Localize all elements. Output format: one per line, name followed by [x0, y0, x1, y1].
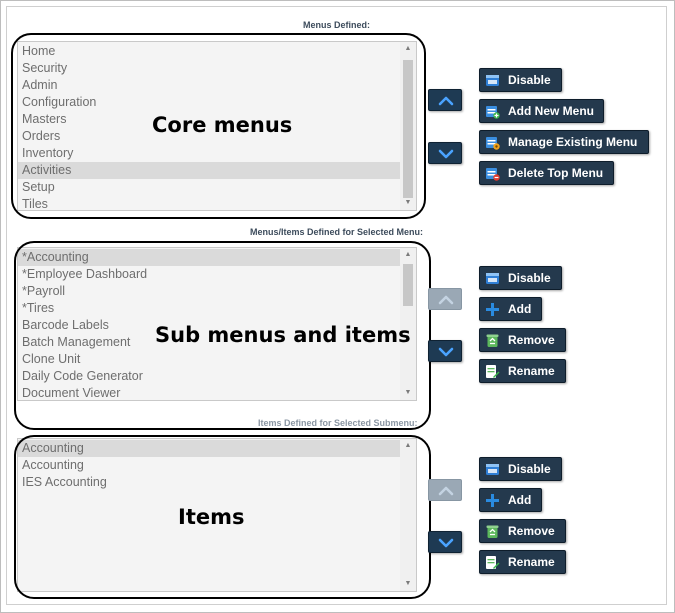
rename-icon — [486, 365, 500, 378]
list-item-selected[interactable]: *Accounting — [18, 249, 400, 266]
list-item-selected[interactable]: Activities — [18, 162, 400, 179]
items-listbox[interactable]: Accounting Accounting IES Accounting ▲ ▼ — [17, 438, 417, 592]
chevron-up-icon — [438, 96, 454, 106]
submenus-move-down-button[interactable] — [428, 340, 462, 362]
menus-move-up-button[interactable] — [428, 89, 462, 111]
chevron-up-icon — [438, 295, 454, 305]
items-scrollbar[interactable]: ▲ ▼ — [400, 439, 416, 591]
list-item[interactable]: Configuration — [22, 95, 97, 109]
disable-icon — [486, 464, 499, 475]
items-move-down-button[interactable] — [428, 531, 462, 553]
items-add-button[interactable]: Add — [479, 488, 542, 512]
submenus-add-button[interactable]: Add — [479, 297, 542, 321]
list-item[interactable]: *Employee Dashboard — [22, 267, 148, 281]
list-item[interactable]: Orders — [22, 129, 61, 143]
list-item[interactable]: Admin — [22, 78, 58, 92]
items-remove-button[interactable]: Remove — [479, 519, 566, 543]
recycle-bin-icon — [486, 525, 499, 538]
list-item[interactable]: *Payroll — [22, 284, 66, 298]
list-item[interactable]: Barcode Labels — [22, 318, 109, 332]
list-item[interactable]: Tiles — [22, 197, 48, 211]
list-item[interactable]: Document Viewer — [22, 386, 121, 400]
delete-menu-icon — [486, 168, 500, 181]
manage-menu-icon — [486, 137, 500, 150]
disable-icon — [486, 75, 499, 86]
submenus-remove-button[interactable]: Remove — [479, 328, 566, 352]
menus-disable-button[interactable]: Disable — [479, 68, 562, 92]
submenus-defined-label: Menus/Items Defined for Selected Menu: — [250, 227, 424, 237]
items-rename-button[interactable]: Rename — [479, 550, 566, 574]
scroll-down-icon[interactable]: ▼ — [404, 199, 412, 206]
add-menu-icon — [486, 106, 500, 119]
menus-move-down-button[interactable] — [428, 142, 462, 164]
list-item-selected[interactable]: Accounting — [18, 440, 400, 457]
list-item[interactable]: Home — [22, 44, 56, 58]
list-item[interactable]: Masters — [22, 112, 67, 126]
list-item[interactable]: IES Accounting — [22, 475, 107, 489]
scroll-up-icon[interactable]: ▲ — [404, 45, 412, 52]
scroll-down-icon[interactable]: ▼ — [404, 580, 412, 587]
disable-icon — [486, 273, 499, 284]
list-item[interactable]: Accounting — [22, 458, 84, 472]
list-item[interactable]: Clone Unit — [22, 352, 81, 366]
list-item[interactable]: Security — [22, 61, 68, 75]
list-item[interactable]: *Tires — [22, 301, 55, 315]
menu-editor-panel — [6, 6, 667, 605]
scroll-up-icon[interactable]: ▲ — [404, 442, 412, 449]
submenus-disable-button[interactable]: Disable — [479, 266, 562, 290]
items-move-up-button[interactable] — [428, 479, 462, 501]
items-annotation: Items — [178, 505, 245, 529]
core-menus-annotation: Core menus — [152, 113, 293, 137]
plus-icon — [486, 494, 499, 507]
recycle-bin-icon — [486, 334, 499, 347]
rename-icon — [486, 556, 500, 569]
add-new-menu-button[interactable]: Add New Menu — [479, 99, 604, 123]
list-item[interactable]: Inventory — [22, 146, 74, 160]
items-disable-button[interactable]: Disable — [479, 457, 562, 481]
chevron-down-icon — [438, 149, 454, 159]
scroll-down-icon[interactable]: ▼ — [404, 389, 412, 396]
menus-scrollbar[interactable]: ▲ ▼ — [400, 42, 416, 210]
submenus-scrollbar[interactable]: ▲ ▼ — [400, 248, 416, 400]
scroll-thumb[interactable] — [403, 264, 413, 306]
chevron-down-icon — [438, 347, 454, 357]
items-defined-label: Items Defined for Selected Submenu: — [258, 418, 418, 428]
menus-listbox[interactable]: Home Security Admin Configuration Master… — [17, 41, 417, 211]
submenus-rename-button[interactable]: Rename — [479, 359, 566, 383]
list-item[interactable]: Daily Code Generator — [22, 369, 143, 383]
delete-top-menu-button[interactable]: Delete Top Menu — [479, 161, 614, 185]
menus-defined-label: Menus Defined: — [303, 20, 371, 30]
submenus-move-up-button[interactable] — [428, 288, 462, 310]
chevron-up-icon — [438, 486, 454, 496]
sub-menus-annotation: Sub menus and items — [155, 323, 411, 347]
scroll-thumb[interactable] — [403, 60, 413, 198]
submenus-listbox[interactable]: *Accounting *Employee Dashboard *Payroll… — [17, 247, 417, 401]
list-item[interactable]: Batch Management — [22, 335, 131, 349]
manage-existing-menu-button[interactable]: Manage Existing Menu — [479, 130, 649, 154]
list-item[interactable]: Setup — [22, 180, 55, 194]
scroll-up-icon[interactable]: ▲ — [404, 251, 412, 258]
plus-icon — [486, 303, 499, 316]
chevron-down-icon — [438, 538, 454, 548]
